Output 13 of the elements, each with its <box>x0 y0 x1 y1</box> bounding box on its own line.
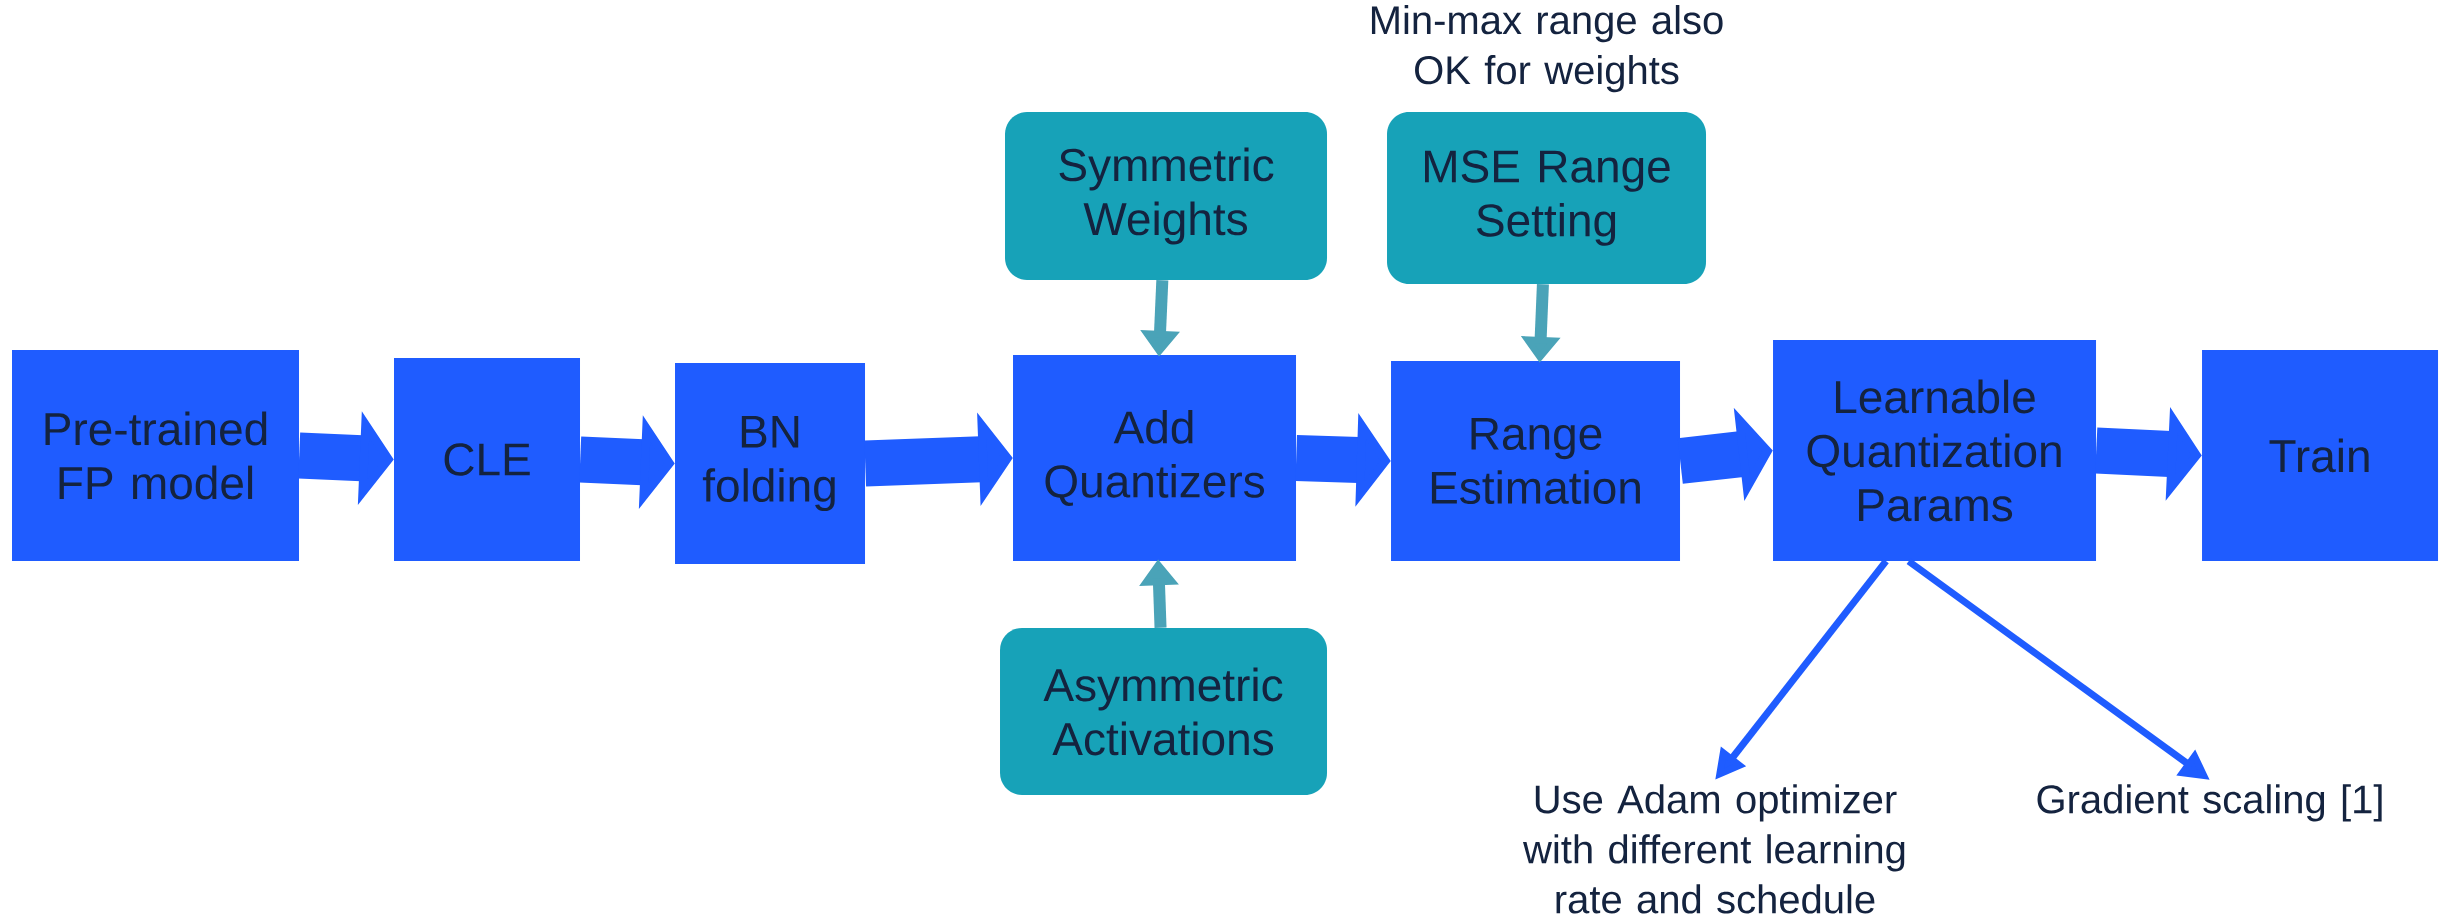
process-box: Add Quantizers <box>1013 355 1296 561</box>
process-box: Learnable Quantization Params <box>1773 340 2097 561</box>
option-box: MSE Range Setting <box>1387 112 1706 284</box>
process-box: Pre-trained FP model <box>12 350 299 561</box>
process-box: CLE <box>394 358 580 561</box>
option-box: Symmetric Weights <box>1005 112 1327 280</box>
note-text: Gradient scaling [1] <box>2037 784 2382 822</box>
process-box: Train <box>2202 350 2439 561</box>
note-text: Use Adam optimizer with different learning rate and schedule <box>1523 784 1905 914</box>
process-box: BN folding <box>675 363 865 564</box>
option-box: Asymmetric Activations <box>1000 628 1327 795</box>
process-box: Range Estimation <box>1391 361 1680 561</box>
note-text: Min-max range also OK for weights <box>1371 5 1723 93</box>
